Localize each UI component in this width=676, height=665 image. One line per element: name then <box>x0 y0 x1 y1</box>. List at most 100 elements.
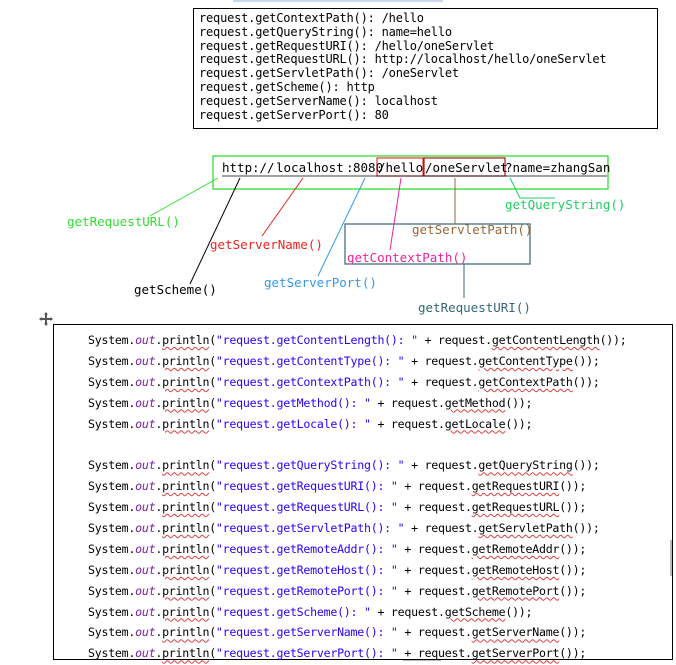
code-quote: " <box>397 374 405 389</box>
code-call-end: ()); <box>559 583 587 598</box>
code-line <box>88 434 672 455</box>
code-out-field: out <box>135 521 156 536</box>
code-method-call: getContentLength <box>491 333 600 347</box>
code-string-literal: request.getRemoteAddr(): <box>222 541 391 556</box>
code-system: System. <box>88 333 136 347</box>
code-system: System. <box>88 521 136 536</box>
code-quote: " <box>215 416 223 431</box>
label-query-string: getQueryString() <box>505 197 626 212</box>
label-server-port: getServerPort() <box>264 275 377 290</box>
scroll-indicator <box>670 540 672 576</box>
code-quote: " <box>215 604 223 619</box>
label-context-path: getContextPath() <box>347 250 468 265</box>
code-quote: " <box>215 562 223 577</box>
code-quote: " <box>397 458 405 473</box>
code-system: System. <box>88 353 136 368</box>
code-quote: " <box>364 604 371 619</box>
code-call-end: ()); <box>599 333 627 347</box>
code-paren: ( <box>209 541 216 556</box>
code-string-literal: request.getScheme(): <box>222 604 364 619</box>
code-method-call: getMethod <box>444 395 506 410</box>
code-paren: ( <box>209 562 216 577</box>
url-port: 8080 <box>353 160 384 175</box>
code-line: System.out.println("request.getLocale():… <box>88 414 672 435</box>
code-println: println <box>162 458 210 473</box>
code-quote: " <box>215 521 223 536</box>
code-system: System. <box>88 500 136 515</box>
code-concat: + request. <box>397 625 472 640</box>
code-line: System.out.println("request.getRemotePor… <box>88 581 672 602</box>
code-line: System.out.println("request.getServerPor… <box>88 643 672 664</box>
code-method-call: getServerName <box>471 625 560 640</box>
code-out-field: out <box>135 541 156 556</box>
code-call-end: ()); <box>572 458 600 473</box>
code-concat: + request. <box>397 541 472 556</box>
code-println: println <box>162 395 210 410</box>
code-quote: " <box>390 541 398 556</box>
request-uri-box <box>344 223 531 265</box>
code-call-end: ()); <box>559 541 587 556</box>
code-println: println <box>162 541 210 556</box>
code-system: System. <box>88 604 136 619</box>
label-server-name: getServerName() <box>210 237 323 252</box>
code-call-end: ()); <box>572 374 600 389</box>
code-out-field: out <box>135 646 156 661</box>
code-dot: . <box>155 500 163 515</box>
code-string-literal: request.getContentLength(): <box>222 333 412 347</box>
output-line: request.getServerPort(): 80 <box>199 107 389 122</box>
code-out-field: out <box>135 562 156 577</box>
pointer-request-url <box>149 177 219 217</box>
code-quote: " <box>215 500 223 515</box>
code-quote: " <box>215 395 223 410</box>
code-string-literal: request.getContentType(): <box>222 353 398 368</box>
code-quote: " <box>397 353 405 368</box>
code-line: System.out.println("request.getQueryStri… <box>88 455 672 476</box>
output-line: request.getQueryString(): name=hello <box>199 24 452 39</box>
code-quote: " <box>215 333 223 347</box>
code-paren: ( <box>209 333 216 347</box>
code-line: System.out.println("request.getRequestUR… <box>88 476 672 497</box>
code-system: System. <box>88 646 136 661</box>
code-out-field: out <box>135 479 156 494</box>
code-dot: . <box>155 395 163 410</box>
code-call-end: ()); <box>559 646 587 661</box>
code-println: println <box>162 625 210 640</box>
pointer-scheme <box>189 177 241 285</box>
code-method-call: getContentType <box>478 353 573 368</box>
pointer-server-name <box>261 177 304 237</box>
code-out-field: out <box>135 333 156 347</box>
code-string-literal: request.getServletPath(): <box>222 521 398 536</box>
code-paren: ( <box>209 353 216 368</box>
code-call-end: ()); <box>572 521 600 536</box>
code-string-literal: request.getServerName(): <box>222 625 391 640</box>
code-string-literal: request.getMethod(): <box>222 395 364 410</box>
code-call-end: ()); <box>505 395 533 410</box>
code-editor-box: System.out.println("request.getContentLe… <box>53 324 673 660</box>
code-line: System.out.println("request.getContentTy… <box>88 351 672 372</box>
label-request-url: getRequestURL() <box>67 214 180 229</box>
code-quote: " <box>390 562 398 577</box>
code-println: println <box>162 500 210 515</box>
code-dot: . <box>155 353 163 368</box>
code-line: System.out.println("request.getRequestUR… <box>88 497 672 518</box>
code-quote: " <box>390 625 398 640</box>
code-paren: ( <box>209 646 216 661</box>
move-handle-icon[interactable] <box>38 311 54 327</box>
code-quote: " <box>215 353 223 368</box>
code-quote: " <box>215 625 223 640</box>
code-concat: + request. <box>417 333 493 347</box>
code-out-field: out <box>135 395 156 410</box>
code-call-end: ()); <box>572 353 600 368</box>
url-separator: :// <box>252 160 275 175</box>
url-servlet: /oneServlet <box>425 160 508 175</box>
output-result-box: request.getContextPath(): /hello request… <box>193 8 658 129</box>
code-println: println <box>162 416 210 431</box>
code-dot: . <box>155 416 163 431</box>
code-paren: ( <box>209 500 216 515</box>
code-system: System. <box>88 416 136 431</box>
code-out-field: out <box>135 353 156 368</box>
code-string-literal: request.getQueryString(): <box>222 458 398 473</box>
code-paren: ( <box>209 395 216 410</box>
code-concat: + request. <box>397 479 472 494</box>
code-quote: " <box>215 646 223 661</box>
